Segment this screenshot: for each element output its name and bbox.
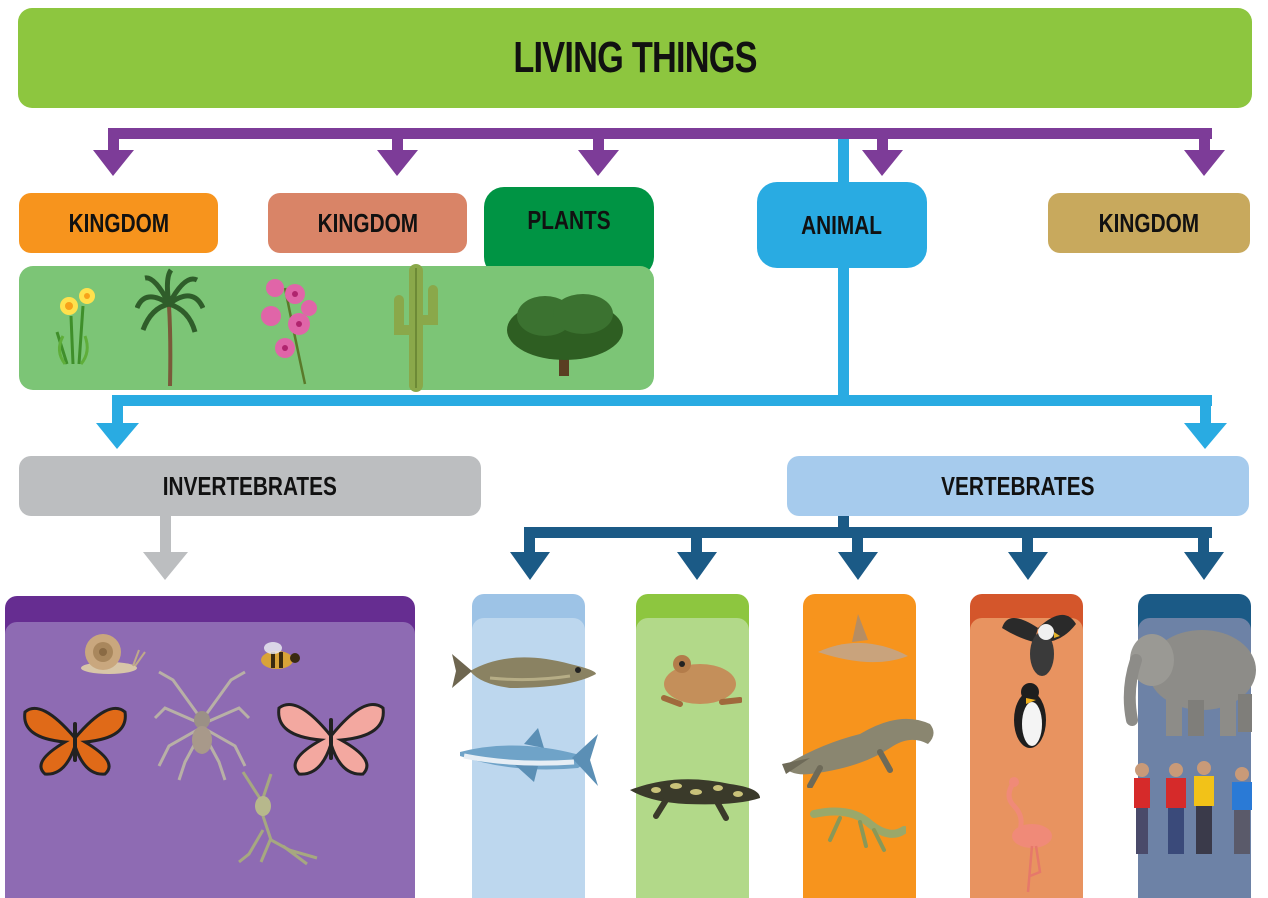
penguin-image [1014, 683, 1046, 748]
animal-box: ANIMAL [757, 182, 927, 268]
daffodil-image [55, 288, 95, 365]
arrow-to-animal [862, 150, 903, 176]
butterfly-image [277, 703, 385, 776]
cactus-image [394, 264, 438, 392]
arrow-to-mammals [1184, 552, 1224, 580]
tree-image [507, 294, 623, 376]
arrow-to-invertebrates [96, 423, 139, 449]
palm-tree-image [135, 268, 205, 387]
crocodile-image [782, 718, 934, 788]
invertebrates-panel [5, 622, 415, 898]
arrow-to-kingdom-1 [93, 150, 134, 176]
vertebrates-box: VERTEBRATES [787, 456, 1249, 516]
fish-image [452, 654, 596, 688]
kingdom-box-1: KINGDOM [19, 193, 218, 253]
mantis-image [238, 771, 318, 866]
arrow-to-fish [510, 552, 550, 580]
plants-panel [19, 264, 654, 392]
birds-column [970, 618, 1083, 898]
bee-image [261, 642, 300, 669]
spider-image [153, 670, 251, 781]
shark-image [460, 728, 598, 786]
elephant-image [1123, 630, 1256, 736]
toad-image [661, 655, 742, 707]
arrow-to-reptiles [838, 552, 878, 580]
invertebrates-box: INVERTEBRATES [19, 456, 481, 516]
flamingo-image [1006, 777, 1052, 893]
arrow-to-amphibians [677, 552, 717, 580]
animal-connectors [96, 139, 1227, 449]
arrow-to-plants [578, 150, 619, 176]
snail-image [81, 634, 146, 674]
gecko-image [810, 807, 906, 852]
arrow-to-kingdom-3 [1184, 150, 1225, 176]
kingdom-box-2: KINGDOM [268, 193, 467, 253]
arrow-to-kingdom-2 [377, 150, 418, 176]
children-image [1134, 761, 1252, 854]
vertebrate-connectors [510, 515, 1224, 580]
eagle-image [1002, 614, 1076, 676]
living-things-title: LIVING THINGS [18, 8, 1252, 108]
arrow-to-vertebrates [1184, 423, 1227, 449]
arrow-to-birds [1008, 552, 1048, 580]
kingdom-connectors [93, 128, 1225, 176]
orchid-image [261, 279, 317, 385]
plants-box: PLANTS [484, 187, 654, 277]
kingdom-box-3: KINGDOM [1048, 193, 1250, 253]
lizard-image [818, 614, 908, 663]
butterfly-image [23, 706, 127, 776]
salamander-image [630, 779, 760, 821]
title-text: LIVING THINGS [513, 33, 757, 82]
invertebrate-connector [143, 515, 188, 580]
